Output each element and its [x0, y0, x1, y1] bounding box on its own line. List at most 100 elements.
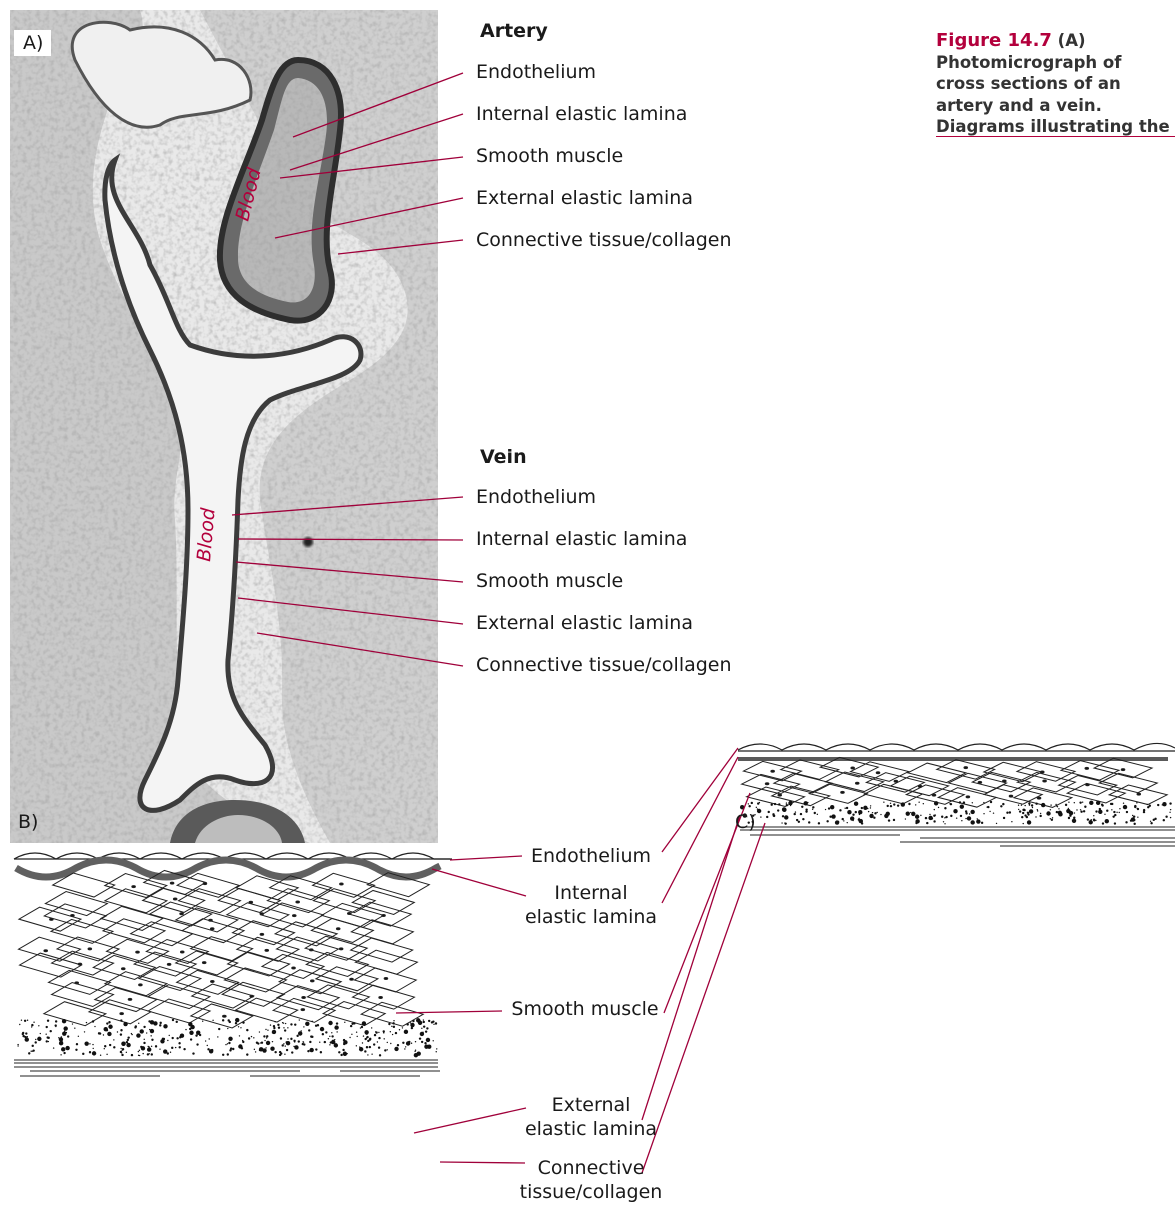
stipple-dot — [89, 1051, 91, 1053]
stipple-dot — [131, 1054, 133, 1056]
stipple-dot — [136, 1033, 140, 1037]
stipple-dot — [1027, 812, 1029, 814]
stipple-dot — [905, 818, 906, 819]
stipple-dot — [944, 807, 946, 809]
stipple-dot — [774, 803, 776, 805]
nucleus — [170, 882, 174, 884]
stipple-dot — [274, 1051, 276, 1053]
figure-number: Figure 14.7 — [936, 30, 1052, 51]
stipple-dot — [162, 1038, 164, 1040]
stipple-dot — [229, 1049, 231, 1051]
stipple-dot — [411, 1043, 412, 1044]
stipple-dot — [804, 801, 808, 805]
stipple-dot — [888, 819, 890, 821]
stipple-dot — [406, 1023, 408, 1025]
stipple-dot — [1119, 808, 1120, 809]
stipple-dot — [28, 1052, 30, 1054]
stipple-dot — [1021, 816, 1023, 818]
stipple-dot — [120, 1033, 122, 1035]
nucleus — [1003, 780, 1007, 782]
stipple-dot — [1024, 805, 1025, 806]
stipple-dot — [751, 802, 753, 804]
stipple-dot — [273, 1025, 275, 1027]
stipple-dot — [1100, 813, 1101, 814]
stipple-dot — [944, 823, 945, 824]
stipple-dot — [272, 1041, 273, 1042]
stipple-dot — [1143, 809, 1145, 811]
stipple-dot — [983, 802, 984, 803]
nucleus — [1037, 797, 1041, 799]
smooth-muscle-cell — [937, 760, 995, 780]
stipple-dot — [196, 1031, 200, 1035]
artery-label-smooth-muscle: Smooth muscle — [476, 145, 623, 167]
panel-b-tag: B) — [18, 811, 38, 833]
stipple-dot — [1113, 811, 1115, 813]
smooth-muscle-cell — [277, 986, 339, 1010]
nucleus — [292, 915, 296, 917]
stipple-dot — [298, 1031, 302, 1035]
vein-label-endothelium: Endothelium — [476, 486, 596, 508]
stipple-dot — [100, 1055, 101, 1056]
stipple-dot — [183, 1048, 185, 1050]
stipple-dot — [949, 803, 950, 804]
stipple-dot — [1134, 806, 1136, 808]
stipple-dot — [808, 821, 810, 823]
stipple-dot — [436, 1051, 437, 1052]
stipple-dot — [1018, 809, 1019, 810]
stipple-dot — [138, 1051, 139, 1052]
stipple-dot — [829, 816, 831, 818]
stipple-dot — [433, 1040, 434, 1041]
stipple-dot — [140, 1046, 142, 1048]
stipple-dot — [76, 1043, 78, 1045]
stipple-dot — [890, 805, 892, 807]
stipple-dot — [831, 814, 835, 818]
stipple-dot — [397, 1044, 399, 1046]
stipple-dot — [25, 1037, 29, 1041]
stipple-dot — [63, 1052, 65, 1054]
stipple-dot — [756, 807, 757, 808]
stipple-dot — [336, 1031, 337, 1032]
stipple-dot — [266, 1037, 267, 1038]
stipple-dot — [839, 809, 841, 811]
stipple-dot — [350, 1025, 352, 1027]
stipple-dot — [121, 1054, 123, 1056]
stipple-dot — [771, 804, 773, 806]
stipple-dot — [1150, 821, 1151, 822]
stipple-dot — [155, 1045, 157, 1047]
stipple-dot — [108, 1021, 110, 1023]
stipple-dot — [344, 1022, 345, 1023]
stipple-dot — [848, 812, 849, 813]
smooth-muscle-cell — [279, 970, 341, 994]
stipple-dot — [1052, 817, 1053, 818]
stipple-dot — [120, 1051, 122, 1053]
stipple-dot — [363, 1035, 364, 1036]
stipple-dot — [965, 810, 967, 812]
stipple-dot — [394, 1047, 398, 1051]
smooth-muscle-cell — [20, 953, 82, 977]
stipple-dot — [934, 809, 935, 810]
stipple-dot — [240, 1027, 241, 1028]
stipple-dot — [121, 1042, 125, 1046]
stipple-dot — [143, 1042, 145, 1044]
stipple-dot — [777, 809, 779, 811]
stipple-dot — [235, 1018, 239, 1022]
stipple-dot — [179, 1046, 181, 1048]
nucleus — [340, 883, 344, 885]
stipple-dot — [1029, 804, 1030, 805]
stipple-dot — [356, 1045, 357, 1046]
stipple-dot — [858, 818, 860, 820]
stipple-dot — [1106, 810, 1108, 812]
stipple-dot — [1021, 805, 1022, 806]
stipple-dot — [872, 812, 873, 813]
stipple-dot — [929, 814, 930, 815]
nucleus — [139, 984, 143, 986]
stipple-dot — [748, 805, 750, 807]
stipple-dot — [227, 1043, 228, 1044]
stipple-dot — [147, 1047, 151, 1051]
stipple-dot — [915, 822, 917, 824]
stipple-dot — [283, 1027, 284, 1028]
stipple-dot — [47, 1019, 49, 1021]
stipple-dot — [1050, 818, 1051, 819]
stipple-dot — [801, 806, 803, 808]
stipple-dot — [970, 810, 974, 814]
